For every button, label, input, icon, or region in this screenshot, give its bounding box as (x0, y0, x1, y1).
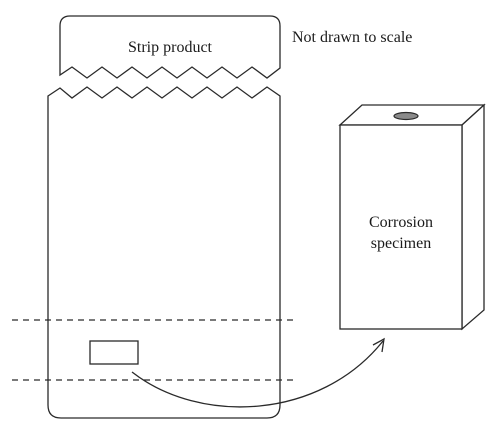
extraction-arrow (131, 340, 384, 408)
specimen-label-line1: Corrosion (369, 214, 433, 231)
specimen-side-face (461, 103, 485, 331)
strip-product-label: Strip product (128, 39, 213, 56)
not-to-scale-note: Not drawn to scale (292, 29, 412, 46)
specimen-front-face (339, 124, 463, 330)
arrow-head (372, 337, 385, 353)
specimen-hole (393, 111, 419, 121)
strip-body-section (47, 86, 281, 419)
sample-location-rect (89, 340, 139, 365)
strip-top-section (59, 15, 281, 79)
specimen-label-line2: specimen (371, 235, 431, 252)
